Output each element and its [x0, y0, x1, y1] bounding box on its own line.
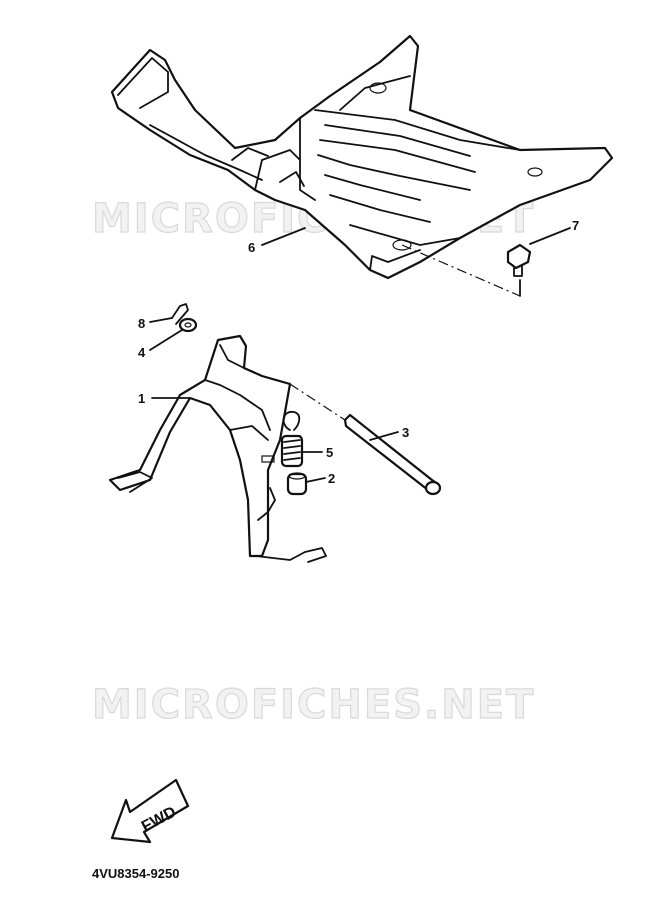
callout-4: 4 — [138, 329, 183, 360]
part-6-floor-cover — [110, 34, 614, 280]
part-7-bolt — [401, 243, 532, 297]
part-2-collar — [286, 472, 308, 496]
svg-text:5: 5 — [326, 445, 333, 460]
part-5-spring — [280, 411, 304, 468]
diagram-code: 4VU8354-9250 — [92, 866, 179, 881]
watermark-bottom: MICROFICHES.NET — [92, 682, 535, 728]
part-8-cotter-pin — [171, 303, 189, 325]
callout-1: 1 — [138, 391, 191, 406]
part-3-shaft — [289, 383, 442, 496]
svg-text:1: 1 — [138, 391, 145, 406]
callout-3: 3 — [369, 425, 409, 441]
callout-6: 6 — [248, 227, 306, 255]
svg-text:7: 7 — [572, 218, 579, 233]
fwd-arrow-icon: FWD — [110, 778, 190, 844]
callout-5: 5 — [301, 445, 333, 460]
svg-text:4: 4 — [138, 345, 146, 360]
callout-8: 8 — [138, 316, 173, 331]
part-4-washer — [178, 317, 198, 333]
svg-text:3: 3 — [402, 425, 409, 440]
svg-text:2: 2 — [328, 471, 335, 486]
svg-text:6: 6 — [248, 240, 255, 255]
part-1-main-stand — [108, 334, 327, 563]
svg-text:8: 8 — [138, 316, 145, 331]
callout-2: 2 — [305, 471, 335, 486]
callout-7: 7 — [529, 218, 579, 245]
